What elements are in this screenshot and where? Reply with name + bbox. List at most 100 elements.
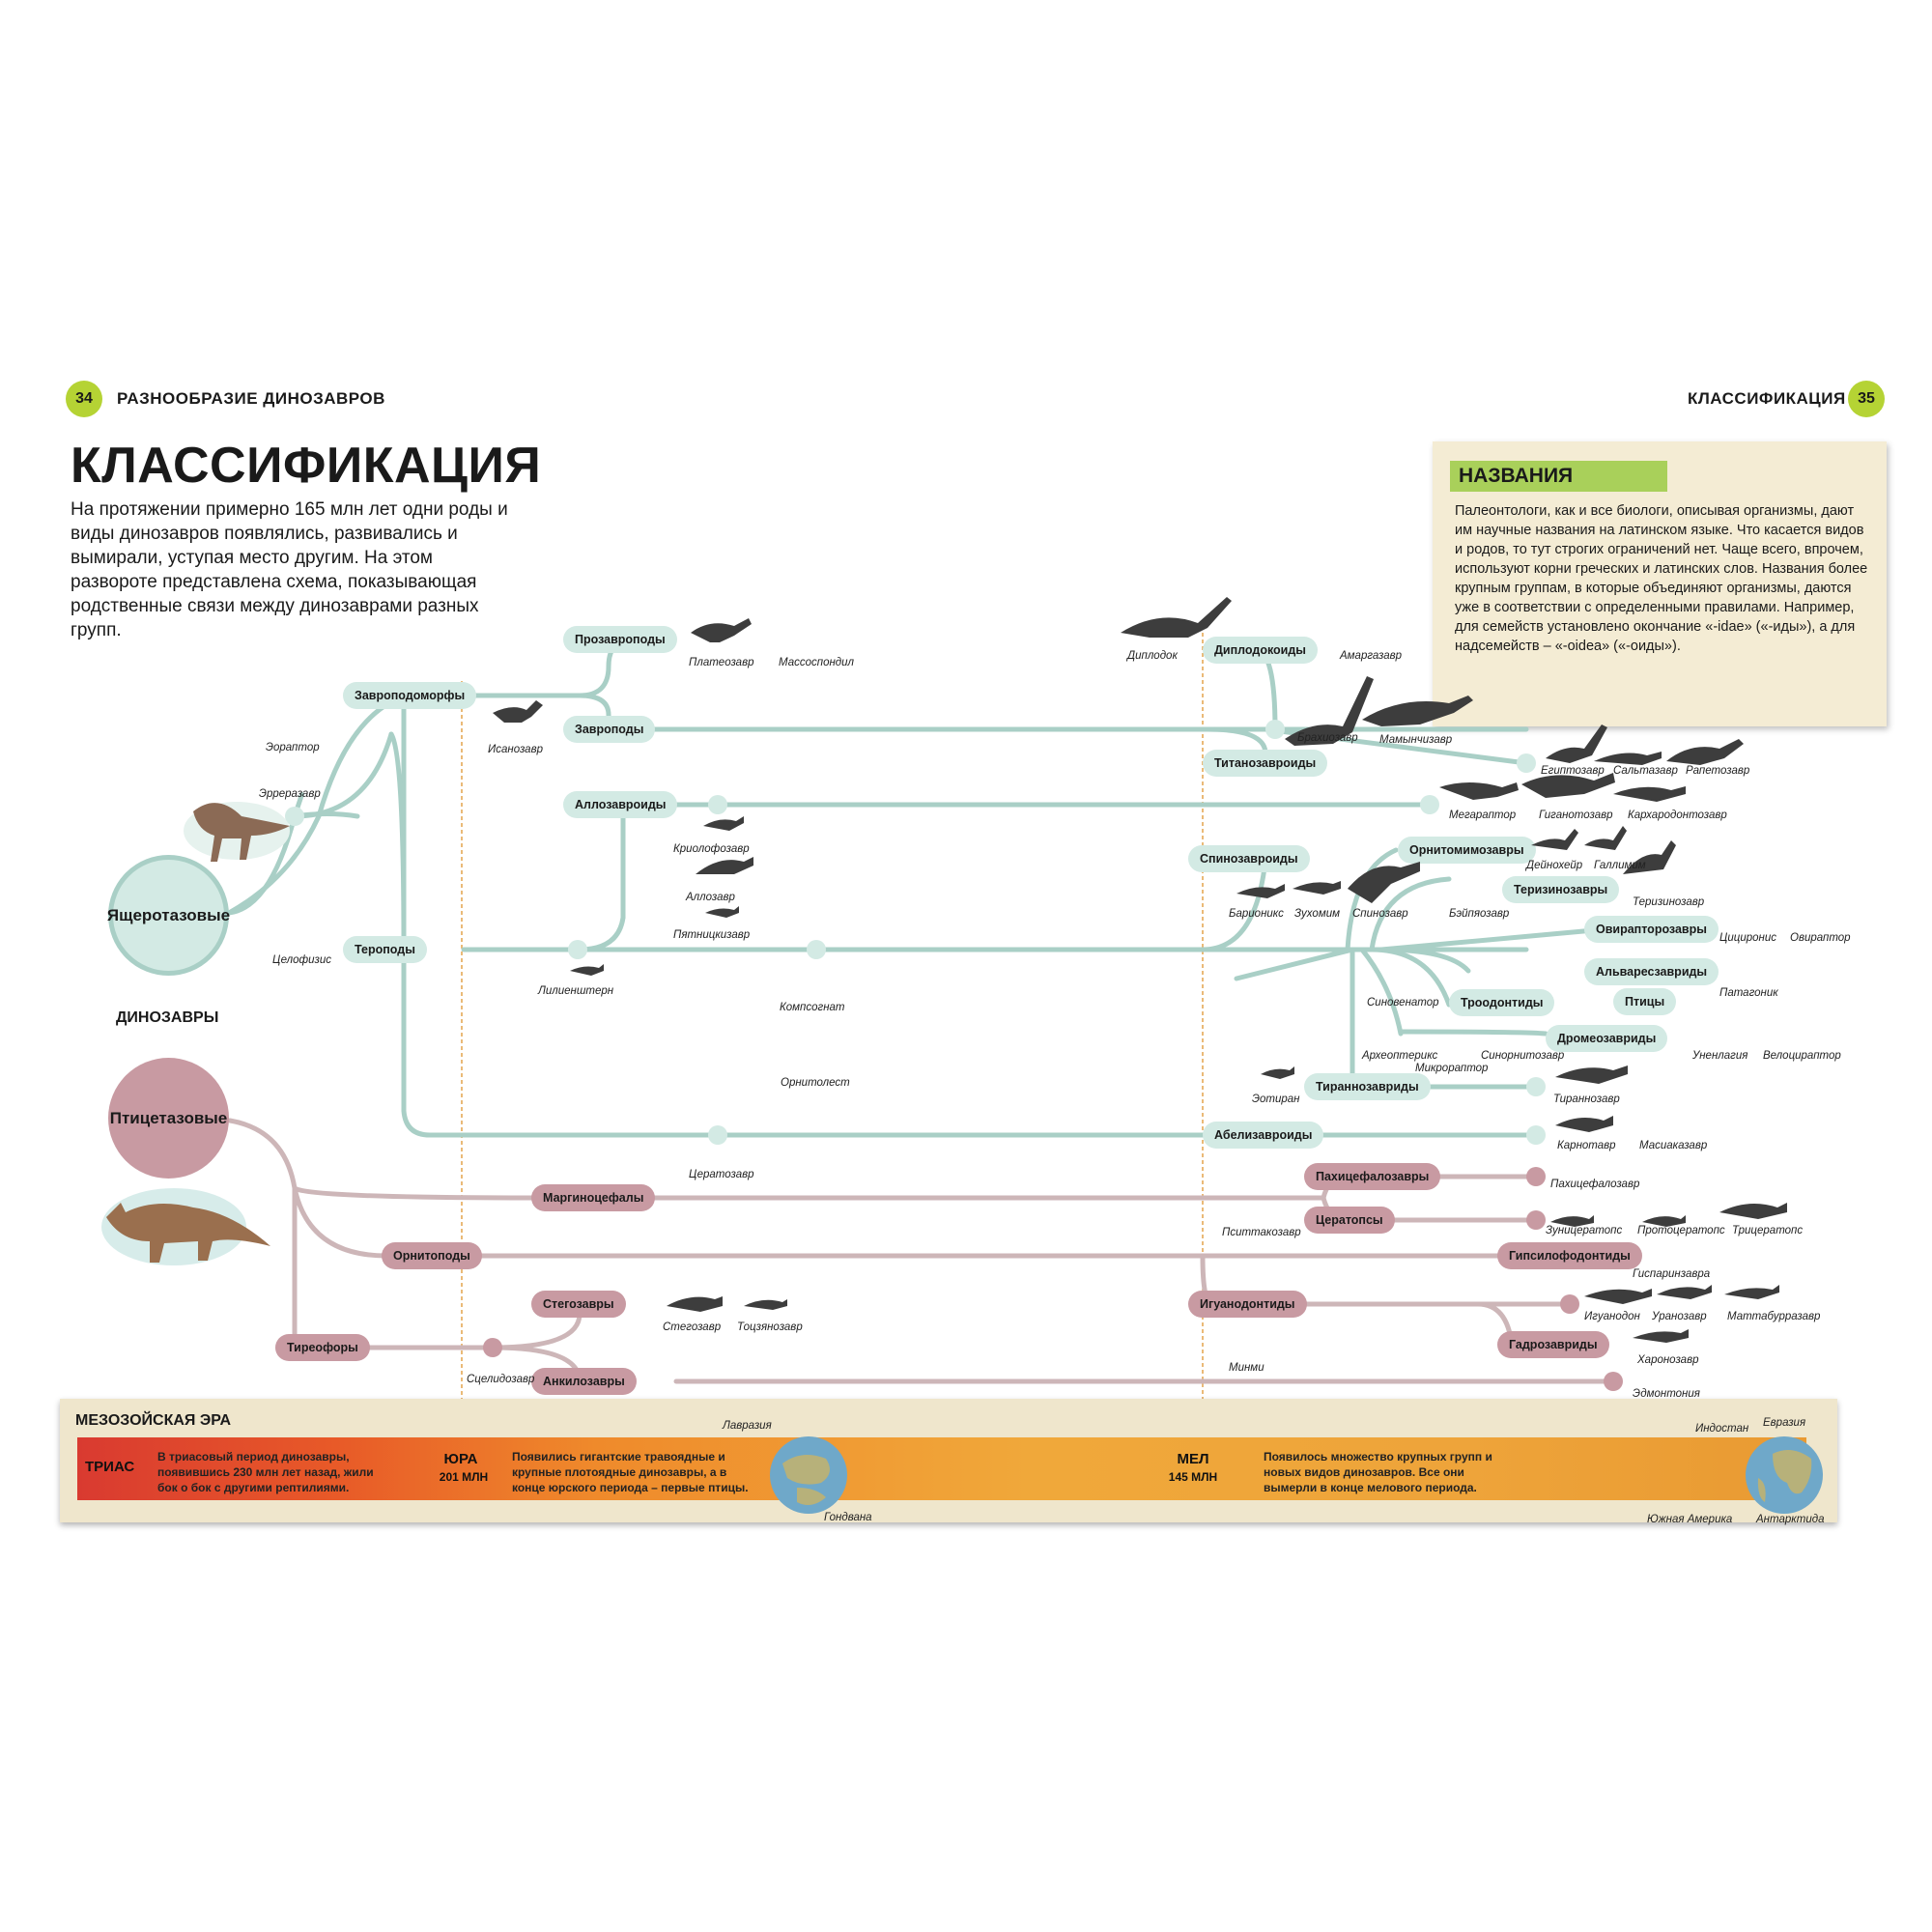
carcharodontosaur-dot [1420,795,1439,814]
node-abelisauridae: Абелизавроиды [1203,1122,1324,1149]
node-ceratopsia: Цератопсы [1304,1207,1395,1234]
label-caudipteryx: Цициронис [1719,932,1776,944]
node-therizinosauria: Теризинозавры [1502,876,1620,903]
label-edmontonia: Эдмонтония [1633,1388,1700,1400]
label-zuniceratops: Зуницератопс [1546,1225,1623,1236]
cretaceous-text: Появилось множество крупных групп и новы… [1264,1450,1492,1494]
node-titanosauria: Титанозавроиды [1203,750,1328,777]
jurassic-label: ЮРА [443,1451,478,1467]
label-tuojiangosaurus: Тоцзянозавр [737,1321,803,1333]
names-title: НАЗВАНИЯ [1459,465,1574,487]
jurassic-age: 201 МЛН [439,1470,489,1484]
label-giganotosaurus: Гиганотозавр [1539,810,1613,821]
triassic-text: В триасовый период динозавры, появившись… [157,1450,374,1494]
left-running-head: РАЗНООБРАЗИЕ ДИНОЗАВРОВ [117,389,385,408]
label-charonosaurus: Харонозавр [1637,1354,1699,1366]
node-aves: Птицы [1613,988,1677,1015]
ceratosaur-dot [708,1125,727,1145]
label-cryolophosaurus: Криолофозавр [673,843,750,855]
label-eoraptor: Эораптор [266,742,320,753]
node-sauropodomorpha: Завроподоморфы [343,682,477,709]
node-pachycephalosauria: Пахицефалозавры [1304,1163,1441,1190]
node-hypsilophodontidae: Гипсилофодонтиды [1497,1242,1642,1269]
titanosaur-dot [1517,753,1536,773]
label-massospondylus: Массоспондил [779,657,855,668]
right-running-head: КЛАССИФИКАЦИЯ [1688,389,1846,408]
label-psittacosaurus: Пситтакозавр [1222,1227,1301,1238]
triceratops-illustration [101,1188,270,1265]
node-ankylosauria: Анкилозавры [531,1368,637,1395]
label-sinornithosaurus: Синорнитозавр [1481,1050,1565,1062]
label-rapetosaurus: Рапетозавр [1686,765,1750,777]
label-velociraptor: Велоцираптор [1763,1050,1841,1062]
node-dromaeosauridae: Дромеозавриды [1546,1025,1668,1052]
south-america-label: Южная Америка [1647,1514,1733,1525]
label-piatnitzkysaurus: Пятницкизавр [673,929,751,941]
node-iguanodontia: Игуанодонтиды [1188,1291,1307,1318]
diplodocoid-dot [1265,720,1285,739]
label-scelidosaurus: Сцелидозавр [467,1374,535,1385]
page-title: КЛАССИФИКАЦИЯ [71,438,542,494]
thyreophora-dot [483,1338,502,1357]
names-text: Палеонтологи, как и все биологи, описыва… [1455,503,1868,654]
node-theropoda: Тероподы [343,936,427,963]
node-prosauropoda: Прозавроподы [563,626,677,653]
label-stegosaurus: Стегозавр [663,1321,722,1333]
label-aegyptosaurus: Египтозавр [1541,765,1605,777]
node-sauropoda: Завроподы [563,716,656,743]
label-spinosaurus: Спинозавр [1352,908,1408,920]
label-iguanodon: Игуанодон [1584,1311,1640,1322]
label-pachycephalosaurus: Пахицефалозавр [1550,1179,1640,1190]
label-masiakasaurus: Масиаказавр [1639,1140,1708,1151]
ornithischia-circle: Птицетазовые [108,1058,229,1179]
eurasia-label: Евразия [1763,1417,1806,1429]
label-suchomimus: Зухомим [1294,908,1340,920]
ceratopsian-dot [1526,1210,1546,1230]
node-troodontidae: Троодонтиды [1449,989,1555,1016]
node-diplodocoidea: Диплодокоиды [1203,637,1318,664]
label-oviraptor: Овираптор [1790,932,1851,944]
label-muttaburrasaurus: Маттабурразавр [1727,1311,1821,1322]
label-megaraptor: Мегараптор [1449,810,1517,821]
label-baryonyx: Барионикс [1229,908,1284,920]
label-patagonykus: Патагоник [1719,987,1778,999]
label-gallimimus: Галлимим [1594,860,1646,871]
herrerasaurus-illustration [184,802,290,862]
label-archaeopteryx: Археоптерикс [1362,1050,1438,1062]
label-ornitholestes: Орнитолест [781,1077,850,1089]
node-allosauroidea: Аллозавроиды [563,791,678,818]
right-page-number: 35 [1848,381,1885,417]
node-ornithopoda: Орнитоподы [382,1242,482,1269]
label-uranosaurus: Уранозавр [1652,1311,1707,1322]
theropoda-dot [568,940,587,959]
node-stegosauria: Стегозавры [531,1291,626,1318]
label-therizinosaurus: Теризинозавр [1633,896,1705,908]
label-amargasaurus: Амаргазавр [1340,650,1403,662]
antarctica-label: Антарктида [1756,1514,1825,1525]
label-hypacrosaurus: Гиспаринзавра [1633,1268,1711,1280]
label-herrerasaurus: Эрреразавр [259,788,321,800]
node-tyrannosauridae: Тираннозавриды [1304,1073,1431,1100]
allosauroidea-dot [708,795,727,814]
label-saltasaurus: Сальтазавр [1613,765,1678,777]
label-isanosaurus: Исанозавр [488,744,543,755]
label-carcharodontosaurus: Кархародонтозавр [1628,810,1727,821]
label-plateosaurus: Платеозавр [689,657,754,668]
node-spinosauroidea: Спинозавроиды [1188,845,1310,872]
label-beipiaosaurus: Бэйпяозавр [1449,908,1510,920]
label-eotyrannus: Эотиран [1252,1094,1300,1105]
tyrannosaur-dot [1526,1077,1546,1096]
jurassic-globe-icon [770,1436,847,1514]
intro-text: На протяжении примерно 165 млн лет одни … [71,499,508,640]
label-ceratosaurus: Цератозавр [689,1169,754,1180]
iguanodont-dot [1560,1294,1579,1314]
names-sidebar: НАЗВАНИЯ Палеонтологи, как и все биологи… [1433,441,1887,726]
saurischia-dot [285,807,304,826]
node-marginocephalia: Маргиноцефалы [531,1184,656,1211]
left-page-number: 34 [66,381,102,417]
label-liliensternus: Лилиенштерн [538,985,614,997]
cretaceous-label: МЕЛ [1177,1451,1209,1467]
cretaceous-age: 145 МЛН [1168,1470,1218,1484]
label-compsognathus: Компсогнат [780,1002,845,1013]
dinosaurs-label: ДИНОЗАВРЫ [116,1009,219,1026]
